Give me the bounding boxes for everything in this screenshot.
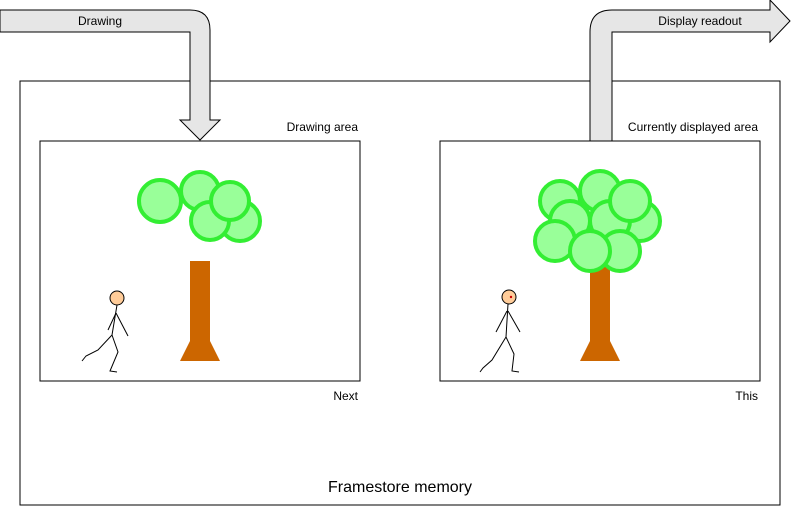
stick-figure-drawing <box>81 290 129 373</box>
figure-body <box>505 303 509 338</box>
figure-arm <box>495 310 508 333</box>
figure-arm <box>507 310 521 333</box>
tree-displayed <box>533 169 662 361</box>
figure-leg <box>109 334 119 373</box>
figure-body <box>111 304 118 336</box>
foliage-circle <box>137 178 183 224</box>
drawing-area-caption: Next <box>333 389 358 403</box>
figure-leg <box>479 336 507 373</box>
framestore-label: Framestore memory <box>328 479 472 496</box>
stick-figure-displayed <box>479 289 521 373</box>
figure-leg <box>81 334 113 362</box>
tree-drawing <box>137 170 262 361</box>
display-readout-arrow <box>589 0 791 142</box>
displayed-area-caption: This <box>735 389 758 403</box>
figure-head <box>109 290 125 306</box>
foliage-circle <box>608 179 652 223</box>
figure-head <box>501 289 517 305</box>
foliage-circle <box>568 229 612 273</box>
tree-trunk <box>580 261 620 361</box>
figure-arm <box>115 312 129 337</box>
displayed-area-title: Currently displayed area <box>628 120 758 134</box>
drawing-area-title: Drawing area <box>287 120 359 134</box>
drawing-arrow <box>0 9 222 141</box>
figure-leg <box>505 336 520 373</box>
figure-eye <box>509 295 513 299</box>
tree-foliage <box>533 169 662 273</box>
tree-trunk <box>180 261 220 361</box>
figure-arm <box>107 312 117 331</box>
display-readout-label: Display readout <box>658 14 742 28</box>
tree-foliage <box>137 170 262 243</box>
drawing-arrow-label: Drawing <box>78 14 122 28</box>
foliage-circle <box>209 180 251 222</box>
